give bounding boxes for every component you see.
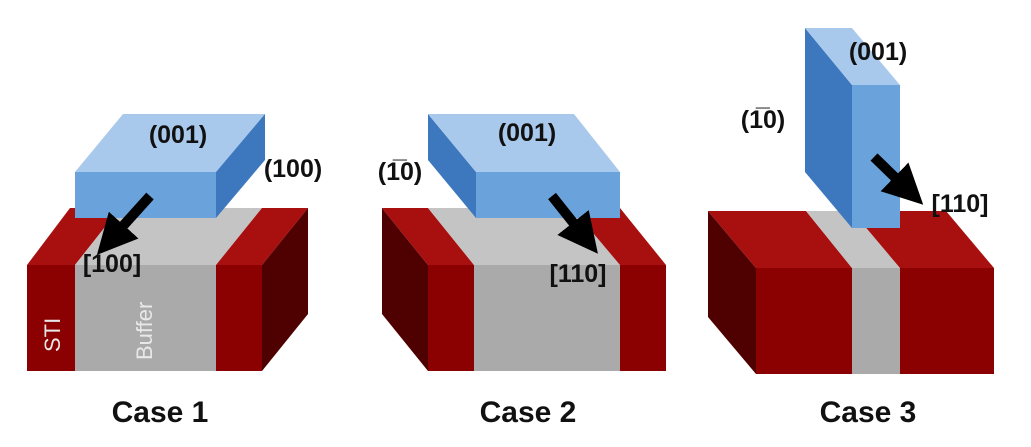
case-3-crystal-fin xyxy=(805,28,900,228)
case-3-sti-left-top xyxy=(708,211,852,268)
case-2-crystal-side-face xyxy=(428,114,476,218)
case-1-sti-right-top xyxy=(216,208,308,265)
case-2-sti-left-side xyxy=(382,208,428,371)
case-3-direction-label: [110] xyxy=(932,190,989,218)
case-2-buffer-front xyxy=(474,265,620,371)
case-2-sti-right-front xyxy=(620,265,666,371)
case-1-top-plane-label: (001) xyxy=(149,121,207,149)
case-1-sti-label: STI xyxy=(40,318,65,352)
case-1-sti-side xyxy=(262,208,308,371)
case-3-panel: (001) (1̅0) [110] Case 3 xyxy=(708,28,994,429)
case-3-sti-right-front xyxy=(900,268,994,374)
case-3-crystal-side-face xyxy=(805,28,852,228)
case-2-panel: (001) (1̅0) [110] Case 2 xyxy=(378,114,666,429)
case-3-direction-arrow xyxy=(870,153,924,205)
case-1-panel: (001) (100) [100] STI Buffer Case 1 xyxy=(27,114,322,429)
case-2-top-plane-label: (001) xyxy=(498,119,556,147)
case-3-sti-left-side xyxy=(708,211,756,374)
case-3-side-plane-label: (1̅0) xyxy=(741,106,785,134)
case-1-caption: Case 1 xyxy=(112,396,209,429)
case-1-crystal-top-face xyxy=(75,114,265,172)
case-3-buffer-top xyxy=(806,211,900,268)
case-3-caption: Case 3 xyxy=(820,396,917,429)
case-3-sti-left-front xyxy=(756,268,852,374)
case-3-crystal-top-face xyxy=(805,28,900,85)
case-1-sti-left-front xyxy=(27,265,75,371)
case-3-buffer-front xyxy=(852,268,900,374)
case-1-sti-right-front xyxy=(216,265,262,371)
case-2-direction-label: [110] xyxy=(550,260,607,288)
case-1-direction-label: [100] xyxy=(83,250,141,278)
case-1-substrate xyxy=(27,208,308,371)
case-1-crystal-side-face xyxy=(216,114,265,218)
case-2-direction-arrow xyxy=(548,192,598,254)
case-1-sti-left-top xyxy=(27,208,120,265)
case-2-crystal-top-face xyxy=(428,114,620,172)
case-2-sti-left-front xyxy=(428,265,474,371)
case-2-caption: Case 2 xyxy=(480,396,577,429)
case-3-top-plane-label: (001) xyxy=(849,38,907,66)
case-3-substrate xyxy=(708,211,994,374)
case-1-buffer-front xyxy=(75,265,216,371)
case-2-substrate xyxy=(382,208,666,371)
case-1-side-plane-label: (100) xyxy=(264,155,322,183)
case-1-direction-arrow xyxy=(96,192,154,255)
case-2-side-plane-label: (1̅0) xyxy=(378,158,422,186)
case-1-buffer-label: Buffer xyxy=(132,302,157,360)
case-2-sti-left-top xyxy=(382,208,474,265)
case-2-crystal-front-face xyxy=(476,172,620,218)
